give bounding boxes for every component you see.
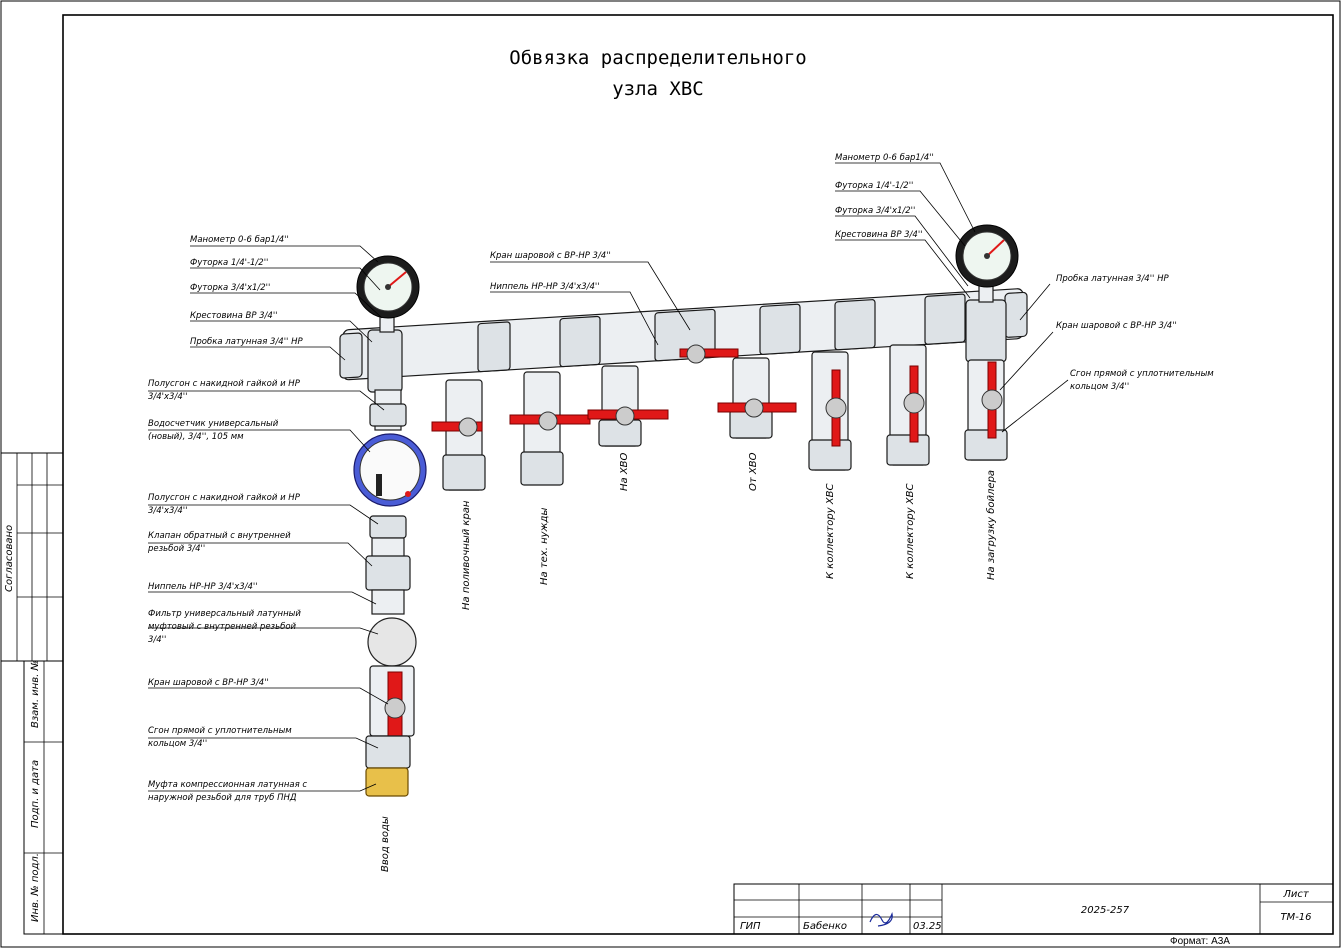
stamp-soglasovano: Согласовано: [4, 525, 15, 592]
stamp-inv-podl: Инв. № подл.: [30, 853, 41, 922]
outlet-label-3: На ХВО: [619, 452, 630, 491]
callout-kran-right: Кран шаровой с ВР-НР 3/4'': [1056, 321, 1177, 331]
callout-sgon-right-b: кольцом 3/4'': [1070, 382, 1129, 392]
callout-futorka2-right: Футорка 3/4'х1/2'': [835, 206, 915, 216]
title-block-name: Бабенко: [803, 920, 847, 932]
callout-vodoschetchik-b: (новый), 3/4'', 105 мм: [148, 432, 244, 442]
stamp-podp-data: Подп. и дата: [30, 760, 41, 828]
drop-valve-3: [587, 365, 669, 447]
callout-sgon-right-a: Сгон прямой с уплотнительным: [1070, 369, 1214, 379]
title-block-sheet-label: Лист: [1282, 889, 1310, 900]
title-block-date: 03.25: [913, 921, 942, 932]
outlet-label-5: К коллектору ХВС: [825, 483, 836, 579]
callout-vodoschetchik-a: Водосчетчик универсальный: [148, 419, 279, 429]
callout-futorka1-right: Футорка 1/4'-1/2'': [835, 181, 913, 191]
stamp-vzam-inv: Взам. инв. №: [30, 660, 41, 728]
title-block-sheet: ТМ-16: [1280, 912, 1311, 923]
drawing-title-line2: узла ХВС: [612, 78, 704, 100]
outlet-label-6: К коллектору ХВС: [905, 483, 916, 579]
callout-sgon-riser-b: кольцом 3/4'': [148, 739, 207, 749]
title-block-role: ГИП: [740, 921, 761, 932]
callout-sgon-riser-a: Сгон прямой с уплотнительным: [148, 726, 292, 736]
drop-valve-4: [679, 344, 797, 439]
callout-futorka1-left: Футорка 1/4'-1/2'': [190, 258, 268, 268]
drop-valve-1: [431, 379, 486, 491]
callout-polusgon-2a: Полусгон с накидной гайкой и НР: [148, 493, 301, 503]
format-label: Формат: А3А: [1170, 936, 1230, 947]
callout-probka-right: Пробка латунная 3/4'' НР: [1056, 274, 1169, 284]
drop-valve-5: [808, 351, 852, 471]
title-block: ГИП Бабенко 03.25 2025-257 Лист ТМ-16 Фо…: [733, 883, 1334, 947]
callout-probka-left: Пробка латунная 3/4'' НР: [190, 337, 303, 347]
callout-manometr-left: Манометр 0-6 бар1/4'': [190, 235, 289, 245]
callout-klapan-a: Клапан обратный с внутренней: [148, 531, 291, 541]
callout-nippel-riser: Ниппель НР-НР 3/4'х3/4'': [148, 582, 258, 592]
main-header-pipe: [339, 288, 1028, 381]
callout-filtr-a: Фильтр универсальный латунный: [148, 609, 301, 619]
callout-krestovina-left: Крестовина ВР 3/4'': [190, 311, 278, 321]
callout-kran-riser: Кран шаровой с ВР-НР 3/4'': [148, 678, 269, 688]
callout-polusgon-2b: 3/4'х3/4'': [148, 506, 187, 516]
right-cross-gauge: [955, 224, 1019, 461]
side-stamp: Согласовано Взам. инв. № Подп. и дата Ин…: [0, 452, 64, 935]
outlet-label-1: На поливочный кран: [461, 500, 472, 610]
callout-filtr-c: 3/4'': [148, 635, 166, 645]
callout-nippel-top: Ниппель НР-НР 3/4'х3/4'': [490, 282, 600, 292]
inlet-riser: [353, 389, 427, 797]
title-block-code: 2025-257: [1081, 905, 1130, 916]
callout-klapan-b: резьбой 3/4'': [147, 544, 205, 554]
outlet-label-2: На тех. нужды: [539, 508, 550, 585]
callout-mufta-b: наружной резьбой для труб ПНД: [148, 793, 297, 803]
callout-polusgon-1b: 3/4'х3/4'': [148, 392, 187, 402]
left-cross-gauge: [356, 255, 420, 393]
callout-futorka2-left: Футорка 3/4'х1/2'': [190, 283, 270, 293]
drop-valve-2: [509, 371, 591, 486]
callout-polusgon-1a: Полусгон с накидной гайкой и НР: [148, 379, 301, 389]
callout-mufta-a: Муфта компрессионная латунная с: [148, 780, 307, 790]
callout-manometr-right: Манометр 0-6 бар1/4'': [835, 153, 934, 163]
drop-valve-6: [886, 344, 930, 466]
callout-kran-top: Кран шаровой с ВР-НР 3/4'': [490, 251, 611, 261]
callout-filtr-b: муфтовый с внутренней резьбой: [148, 622, 297, 632]
drawing-title-line1: Обвязка распределительного: [509, 47, 806, 69]
outlet-label-4: От ХВО: [748, 452, 759, 491]
outlet-label-7: На загрузку бойлера: [985, 470, 997, 580]
callout-krestovina-right: Крестовина ВР 3/4'': [835, 230, 923, 240]
inlet-label: Ввод воды: [380, 816, 391, 872]
leader-lines: [148, 162, 1069, 792]
